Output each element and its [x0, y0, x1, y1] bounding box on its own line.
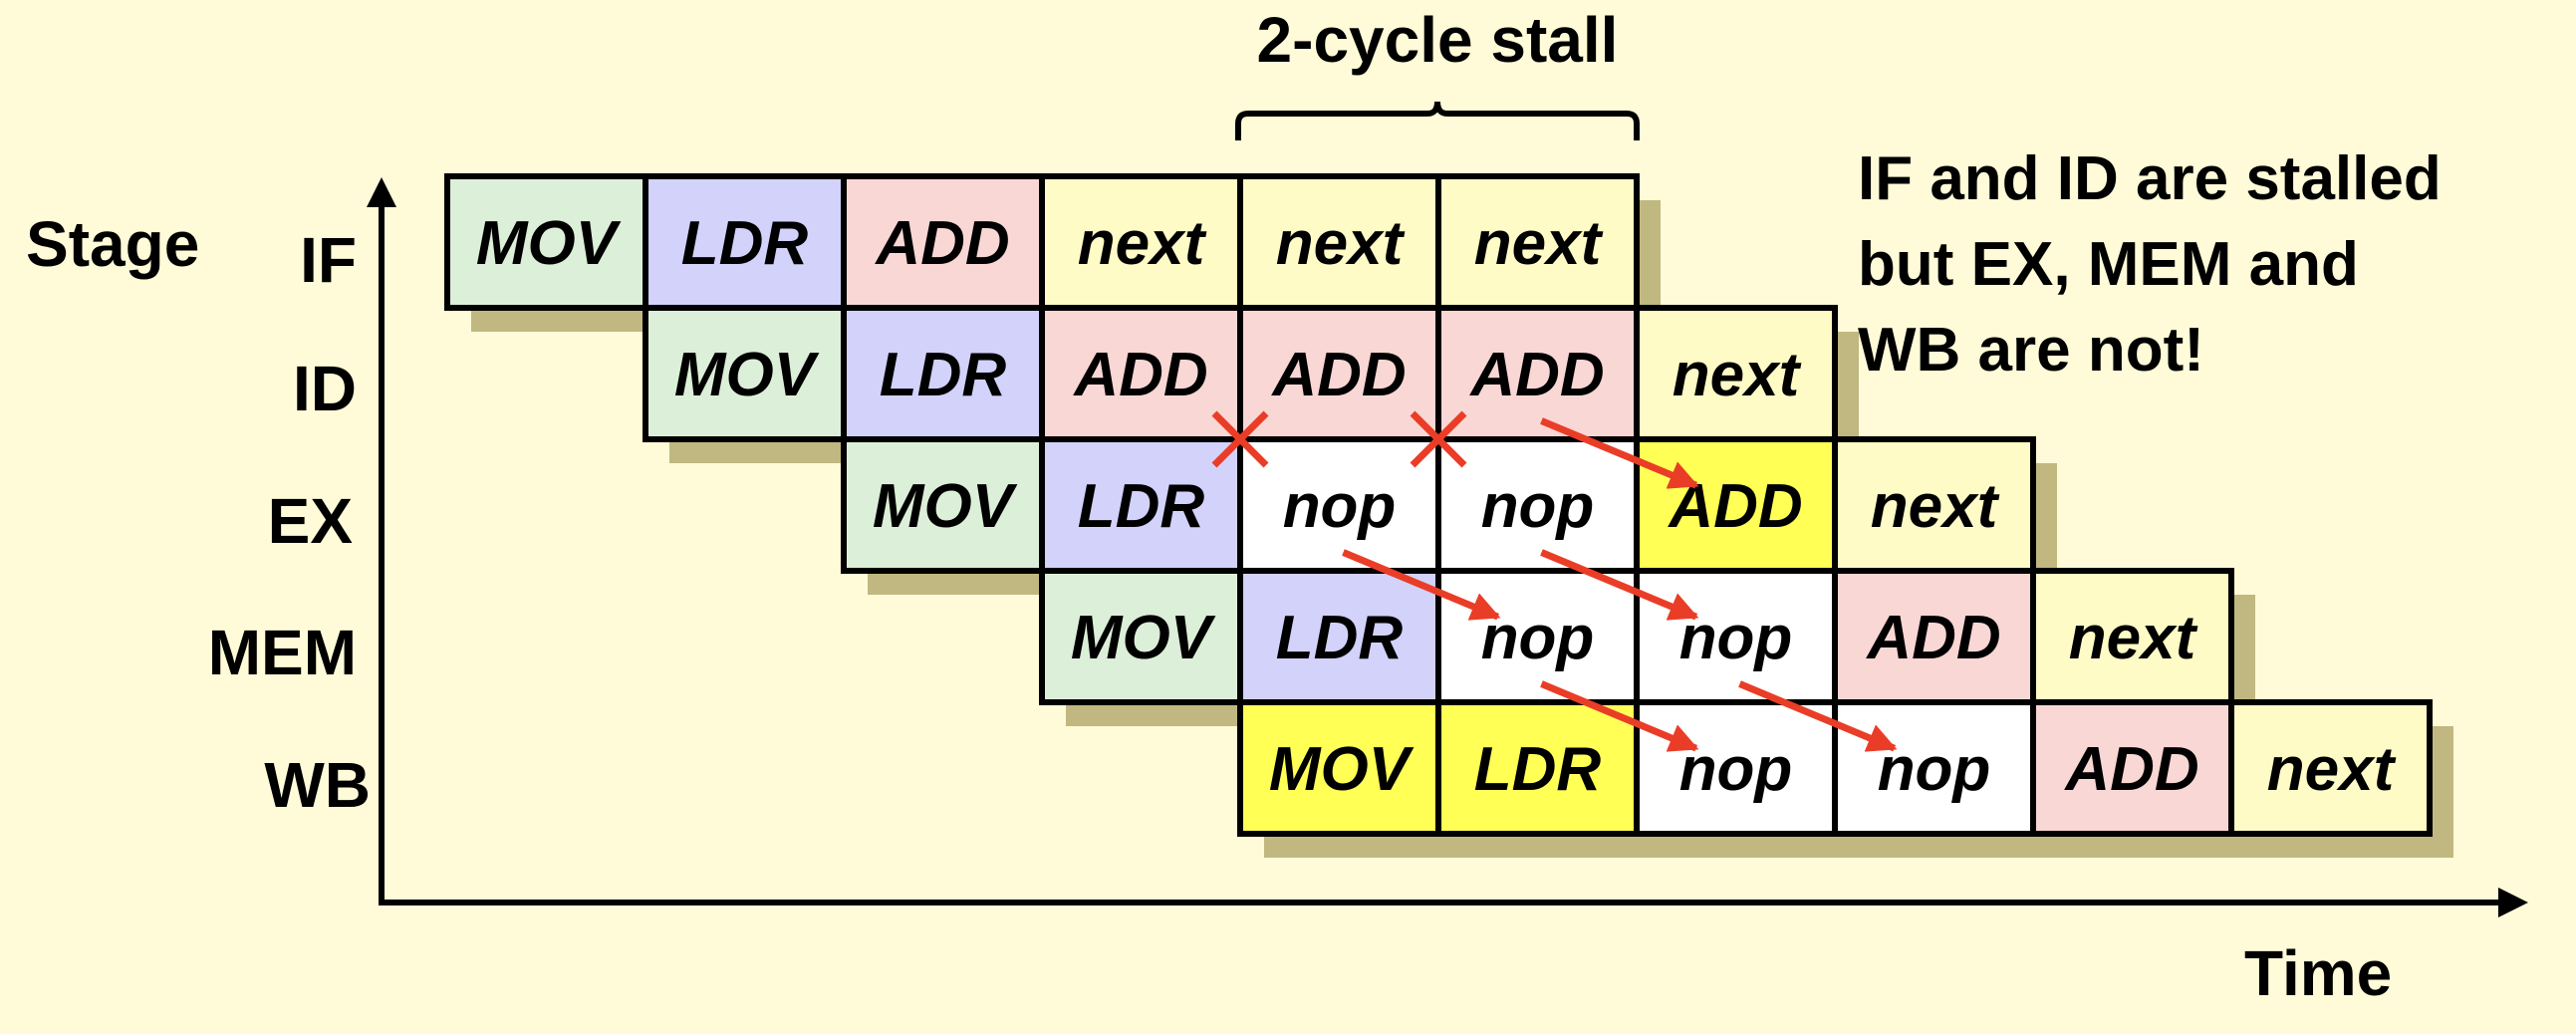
cell-box	[643, 173, 847, 311]
cell-if-add: ADD	[841, 173, 1045, 311]
cell-box	[1435, 173, 1640, 311]
cell-box	[444, 173, 648, 311]
cell-if-mov: MOV	[444, 173, 648, 311]
stall-arrow-2	[1342, 549, 1501, 621]
cell-box	[2030, 568, 2234, 705]
cell-box	[1832, 568, 2036, 705]
cell-label: MOV	[674, 341, 820, 409]
stage-label-mem: MEM	[208, 617, 357, 688]
cell-label: ADD	[1468, 341, 1604, 409]
cell-label: nop	[1481, 472, 1595, 541]
cell-label: next	[1673, 341, 1802, 409]
cell-if-next: next	[1237, 173, 1441, 311]
stall-arrow-3	[1540, 549, 1699, 621]
cell-ex-ldr: LDR	[1039, 436, 1243, 574]
cell-label: next	[1871, 472, 2000, 541]
cell-label: ADD	[1270, 341, 1406, 409]
cell-label: next	[2267, 735, 2397, 804]
cell-box	[841, 305, 1045, 442]
cell-mem-nop: nop	[1634, 568, 1838, 705]
cell-mem-next: next	[2030, 568, 2234, 705]
note-line-1: IF and ID are stalled	[1858, 144, 2442, 213]
stall-arrow-4	[1540, 680, 1699, 752]
cell-box	[643, 305, 847, 442]
cell-box	[1435, 699, 1640, 837]
cell-mem-mov: MOV	[1039, 568, 1243, 705]
cell-mem-nop: nop	[1435, 568, 1640, 705]
cell-wb-add: ADD	[2030, 699, 2234, 837]
cell-if-next: next	[1039, 173, 1243, 311]
cell-ex-nop: nop	[1237, 436, 1441, 574]
blocked-cross-2	[1410, 410, 1467, 468]
cell-mem-add: ADD	[1832, 568, 2036, 705]
x-axis-title: Time	[2244, 937, 2392, 1009]
cell-label: LDR	[1276, 604, 1404, 672]
cell-ex-next: next	[1832, 436, 2036, 574]
cell-ex-mov: MOV	[841, 436, 1045, 574]
cell-label: ADD	[874, 209, 1009, 278]
y-axis-title: Stage	[26, 208, 199, 280]
cell-label: LDR	[681, 209, 809, 278]
stage-label-if: IF	[300, 224, 357, 296]
cell-label: MOV	[1269, 735, 1415, 804]
cell-wb-nop: nop	[1634, 699, 1838, 837]
cell-box	[1634, 699, 1838, 837]
cell-box	[2030, 699, 2234, 837]
cell-id-add: ADD	[1039, 305, 1243, 442]
cell-box	[1237, 173, 1441, 311]
cell-if-ldr: LDR	[643, 173, 847, 311]
cell-wb-ldr: LDR	[1435, 699, 1640, 837]
cell-label: next	[1474, 209, 1604, 278]
cell-ex-nop: nop	[1435, 436, 1640, 574]
blocked-cross-1	[1211, 410, 1269, 468]
stage-label-wb: WB	[264, 749, 371, 821]
cell-box	[1039, 173, 1243, 311]
stall-title: 2-cycle stall	[1257, 4, 1619, 76]
cell-label: ADD	[1865, 604, 2000, 672]
cell-if-next: next	[1435, 173, 1640, 311]
cell-id-ldr: LDR	[841, 305, 1045, 442]
cell-id-mov: MOV	[643, 305, 847, 442]
stall-arrow-1	[1540, 417, 1699, 489]
cell-box	[1832, 699, 2036, 837]
cell-label: next	[2069, 604, 2198, 672]
cell-id-next: next	[1634, 305, 1838, 442]
cell-wb-mov: MOV	[1237, 699, 1441, 837]
cell-box	[841, 173, 1045, 311]
stall-brace	[1235, 101, 1640, 140]
cell-label: next	[1078, 209, 1207, 278]
note-line-2: but EX, MEM and	[1858, 230, 2359, 299]
cell-label: LDR	[880, 341, 1007, 409]
cell-box	[1039, 436, 1243, 574]
cell-box	[1634, 305, 1838, 442]
cell-label: ADD	[1072, 341, 1207, 409]
cell-box	[1634, 436, 1838, 574]
cell-label: ADD	[2063, 735, 2198, 804]
cell-label: LDR	[1078, 472, 1205, 541]
cell-wb-nop: nop	[1832, 699, 2036, 837]
note-line-3: WB are not!	[1858, 316, 2204, 385]
cell-label: MOV	[1071, 604, 1216, 672]
stage-label-ex: EX	[268, 485, 354, 557]
cell-label: MOV	[476, 209, 622, 278]
forwarding-arrows	[1211, 410, 1898, 752]
cell-box	[1832, 436, 2036, 574]
cell-id-add: ADD	[1435, 305, 1640, 442]
cell-id-add: ADD	[1237, 305, 1441, 442]
cell-label: next	[1276, 209, 1406, 278]
cell-ex-add: ADD	[1634, 436, 1838, 574]
cell-label: LDR	[1474, 735, 1602, 804]
cell-box	[2228, 699, 2433, 837]
stage-label-id: ID	[293, 353, 357, 424]
cell-wb-next: next	[2228, 699, 2433, 837]
cell-label: MOV	[873, 472, 1018, 541]
cell-box	[1237, 305, 1441, 442]
stall-arrow-5	[1738, 680, 1898, 752]
cell-box	[1237, 699, 1441, 837]
cell-mem-ldr: LDR	[1237, 568, 1441, 705]
cell-label: nop	[1283, 472, 1397, 541]
